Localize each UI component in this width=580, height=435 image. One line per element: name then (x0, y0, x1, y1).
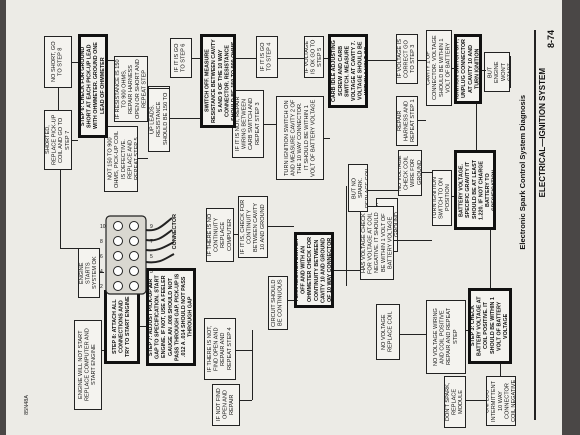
box-wiring-coil-positive: NO VOLTAGE WIRING AND COIL POSITIVE REPA… (426, 300, 466, 374)
connector-pin-label: 5 (150, 254, 153, 260)
flow-line (394, 240, 432, 241)
box-step8: STEP 8: ATTACH ALL CONNECTIONS AND TRY T… (104, 290, 140, 364)
flow-line (148, 88, 170, 89)
flow-line (418, 60, 426, 61)
flow-line (264, 124, 276, 125)
box-go-step6: IF IT IS GO TO STEP 6 (170, 38, 192, 78)
box-disconnect-pickup: DISCONNECT PICK-UP LEADS. RESISTANCE SHO… (148, 86, 170, 152)
flow-line (58, 88, 59, 110)
box-resistance-bad: IF RESISTANCE IS NOT 150 TO 900 OHMS, PI… (104, 126, 138, 192)
figure-id: 85N48A (24, 395, 30, 415)
flow-line (102, 350, 104, 351)
box-no-spark-replace: HAS VOLTAGE BUT NO SPARK. REPLACE COIL (348, 164, 368, 212)
flow-line (490, 230, 491, 288)
box-repair-wiring: IF IT IS NOT, REPAIR WIRING BETWEEN CARB… (232, 90, 264, 158)
flow-line (268, 226, 294, 227)
flow-line (240, 400, 252, 401)
box-resistance-ok: IF RESISTANCE IS 150 TO 900 OHMS, REPAIR… (114, 56, 148, 122)
flow-line (234, 234, 238, 235)
flow-line (60, 248, 78, 249)
box-find-open-step4: IF THERE IS NOT, FIND OPEN AND REPAIR AN… (204, 318, 236, 380)
box-coil-wire-ground: NO VOLTAGE CHECK COIL WIRE FOR GROUND (398, 150, 422, 196)
page-number: 8-74 (546, 30, 556, 49)
flow-line (324, 138, 330, 139)
box-step1: STEP 1: TURN IGNITION SWITCH OFF, UNPLUG… (454, 34, 482, 104)
box-voltage-correct: IF VOLTAGE IS CORRECT GO TO STEP 3 (396, 34, 418, 84)
box-step5: STEP 5: TURN IGNITION SWITCH OFF. MEASUR… (200, 34, 236, 128)
flow-line (72, 62, 78, 63)
flow-line (510, 56, 511, 88)
box-replace-module: DON'T SPARK, REPLACE MODULE (444, 376, 466, 428)
flow-line (452, 68, 456, 69)
box-shorted: SHORTED, REPLACE PICK-UP COIL AND GO TO … (44, 110, 72, 170)
box-turn-on-cavity2: TURN IGNITION SWITCH ON AND MEASURE CAVI… (276, 96, 324, 180)
diagram-title: Electronic Spark Control System Diagnosi… (518, 95, 527, 250)
flow-line (476, 104, 477, 150)
box-measure-cavity1: MEASURE VOLTAGE AT CAVITY 1 OF CONNECTOR… (426, 30, 452, 106)
box-has-no-spark: HAS NO SPARK, UNPLUG INTERMITTENT 10 WAY… (486, 376, 516, 426)
flow-line (72, 140, 78, 141)
flow-line (108, 60, 114, 61)
connector-pin-label: 8 (100, 239, 103, 245)
box-step2: STEP 2: PLACE A THIN INSULATOR BETWEEN C… (328, 34, 368, 108)
box-ohmmeter-continuity: TURN IGNITION SWITCH OFF AND WITH AN OHM… (294, 232, 334, 308)
box-go-step4: IF IT IS GO TO STEP 4 (256, 36, 278, 78)
connector-label: CONNECTOR (172, 214, 178, 250)
connector-pin-label: 3 (150, 269, 153, 275)
flow-line (236, 58, 256, 59)
flow-line (236, 350, 252, 351)
box-replace-coil: NO VOLTAGE REPLACE COIL (376, 304, 400, 360)
ten-way-connector-illustration: 10987654321 (100, 215, 175, 295)
box-check-continuity: IF IT IS, CHECK FOR CONTINUITY BETWEEN C… (238, 196, 268, 258)
box-step3: STEP 3: CHECK BATTERY VOLTAGE AT COIL PO… (468, 288, 512, 364)
flow-line (60, 170, 61, 248)
flow-line (278, 58, 304, 59)
flow-line (170, 118, 200, 119)
box-has-spark: HAS SPARK BUT ENGINE WON'T START (484, 52, 510, 92)
flow-line (422, 172, 432, 173)
flow-line (418, 120, 426, 121)
flow-line (138, 158, 148, 159)
box-repair-harness: REPAIR HARNESS AND REPEAT STEP 1 (396, 96, 418, 146)
flow-line (288, 300, 294, 301)
box-no-short: NO SHORT, GO TO STEP 8 (44, 36, 72, 88)
flow-line (368, 190, 398, 191)
connector-pin-label: 2 (100, 284, 103, 290)
box-has-voltage-check: HAS VOLTAGE CHECK FOR VOLTAGE AT COIL NE… (360, 206, 394, 280)
flow-line (368, 60, 396, 61)
flow-line (140, 326, 146, 327)
flow-line (500, 364, 501, 376)
manual-page: 8-74 ELECTRICAL—IGNITION SYSTEM Electron… (6, 0, 562, 435)
header-rule (534, 30, 536, 420)
flow-line (334, 270, 360, 271)
box-find-open: IF NOT FIND OPEN AND REPAIR (212, 384, 240, 426)
flow-line (400, 334, 426, 335)
flow-line (324, 58, 328, 59)
connector-pin-label: 7 (150, 239, 153, 245)
section-header: ELECTRICAL—IGNITION SYSTEM (538, 68, 547, 198)
flow-line (252, 330, 253, 400)
box-turn-on-position: TURN IGNITION SWITCH TO ON POSITION (432, 170, 452, 226)
flow-line (466, 400, 486, 401)
box-engine-wont-start: ENGINE WILL NOT START REPLACE COMPUTER A… (74, 320, 102, 410)
flow-line (452, 196, 454, 197)
box-voltage-ok: IF VOLTAGE IS OK GO TO STEP 5 (304, 36, 324, 78)
flow-line (482, 70, 486, 71)
connector-pin-label: 6 (100, 254, 103, 260)
box-circuit-continuous: CIRCUIT SHOULD BE CONTINUOUS (268, 276, 288, 330)
flow-line (466, 330, 468, 331)
connector-pin-label: 10 (100, 224, 106, 230)
box-engine-starts: ENGINE STARTS SYSTEM OK (78, 248, 100, 298)
box-step7: STEP 7: ADJUST PICK-UP AIR GAP TO SPECIF… (146, 268, 196, 366)
box-replace-computer: IF THERE IS NO CONTINUITY REPLACE COMPUT… (206, 208, 234, 262)
flow-line (346, 186, 347, 286)
connector-pin-label: 1 (150, 284, 153, 290)
connector-pin-label: 9 (150, 224, 153, 230)
flow-line (100, 272, 104, 273)
flow-line (192, 58, 200, 59)
box-step6: STEP 6: CHECK FOR GROUND SHORT AT EACH P… (78, 34, 108, 138)
box-measure-battery: MEASURE AND RECORD BATTERY VOLTAGE. SPEC… (454, 150, 496, 230)
